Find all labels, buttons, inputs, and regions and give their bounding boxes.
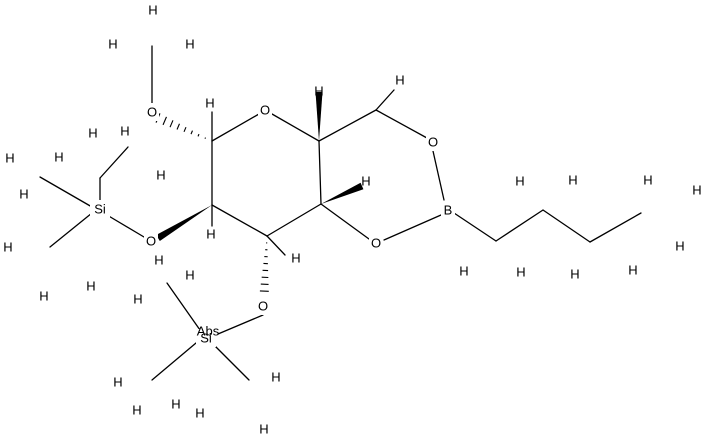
hydrogen-atom-label: H (395, 73, 404, 88)
ring-bond-c4-c3 (266, 203, 322, 237)
bond-ch2-o (375, 109, 428, 139)
hydrogen-atom-label: H (291, 251, 300, 266)
svg-text:O: O (147, 105, 157, 120)
hydrogen-atom-label: H (628, 263, 637, 278)
hydrogen-atom-label: H (171, 397, 180, 412)
hydrogen-atom-label: H (195, 406, 204, 421)
bond-si2-methyl-c (213, 344, 250, 381)
hydrogen-atom-label: H (88, 126, 97, 141)
hydrogen-atom-label: H (133, 292, 142, 307)
hydrogen-atom-label: H (19, 187, 28, 202)
wedge-bond-c4-h (321, 182, 364, 204)
hydrogen-atom-label: H (3, 240, 12, 255)
boron-label: B (441, 201, 455, 219)
svg-text:O: O (258, 299, 268, 314)
silicon-2-label: Si (196, 329, 216, 347)
hydrogen-atom-label: H (205, 96, 214, 111)
hash-stroke (183, 126, 187, 133)
bond-si1-methyl-a-ext (99, 146, 129, 179)
silicon-1-label: Si (90, 200, 110, 218)
wedge-bond-c5-h (315, 92, 323, 141)
hydrogen-atom-label: H (5, 151, 14, 166)
hash-stroke (176, 123, 180, 130)
hydrogen-atom-label: H (675, 239, 684, 254)
bond-o-c4 (320, 203, 370, 240)
hydrogen-atom-label: H (54, 150, 63, 165)
hashed-bond-c1-ome (155, 113, 207, 139)
bond-c3-h (266, 235, 286, 256)
hydrogen-atom-label: H (132, 403, 141, 418)
dioxaborinane-oxygen-bottom-label: O (369, 234, 383, 252)
bond-si1-methyl-b (39, 176, 93, 208)
wedge-bond-c2-o (156, 205, 212, 241)
svg-text:Abs: Abs (197, 324, 220, 339)
hash-stroke (169, 120, 174, 128)
hash-stroke (162, 116, 167, 126)
bond-b-c1-butyl (453, 212, 497, 242)
hashed-bond-c3-o (258, 242, 270, 299)
ring-bond-o-c5 (271, 113, 320, 142)
svg-text:O: O (146, 234, 156, 249)
hydrogen-atom-label: H (86, 279, 95, 294)
svg-text:O: O (428, 135, 438, 150)
ring-oxygen-label: O (258, 101, 272, 119)
bond-butyl-c1-c2 (495, 209, 544, 242)
svg-text:B: B (444, 203, 453, 218)
hydrogen-atom-label: H (120, 124, 129, 139)
methoxy-oxygen-label: O (145, 103, 159, 121)
hydrogen-atom-label: H (271, 370, 280, 385)
bond-o-si2 (217, 314, 264, 335)
atom-label-layer: O O O B O O O Si (90, 101, 455, 347)
silyloxy-oxygen-c3-label: O (256, 297, 270, 315)
bond-o-si1 (106, 214, 145, 238)
hydrogen-atom-label: H (361, 174, 370, 189)
hydrogen-atom-label: H (515, 174, 524, 189)
bond-si1-methyl-c (49, 212, 93, 248)
bond-butyl-c2-c3 (542, 209, 591, 243)
svg-text:O: O (260, 103, 270, 118)
svg-text:O: O (371, 236, 381, 251)
hydrogen-atom-label: H (185, 37, 194, 52)
hydrogen-atom-label: H (39, 289, 48, 304)
bond-o-b (432, 150, 445, 201)
hash-stroke (197, 133, 200, 137)
bond-butyl-c3-c4 (589, 212, 642, 243)
hydrogen-atom-label: H (570, 267, 579, 282)
hydrogen-atom-label: H (259, 422, 268, 437)
hydrogen-atom-label: H (148, 3, 157, 18)
hydrogen-atom-label: H (154, 253, 163, 268)
silyloxy-oxygen-c2-label: O (144, 232, 158, 250)
hydrogen-atom-label: H (692, 183, 701, 198)
hydrogen-atom-label: H (156, 168, 165, 183)
ring-bond-c1-o (211, 113, 260, 142)
svg-text:Si: Si (200, 331, 212, 346)
bond-b-o (383, 214, 442, 241)
hydrogen-atom-label: H (108, 37, 117, 52)
hydrogen-atom-label: H (113, 375, 122, 390)
bond-c5-ch2 (318, 109, 377, 142)
hydrogen-atom-label: H (459, 264, 468, 279)
stereo-abs-label: Abs (197, 324, 220, 339)
hydrogen-atom-label: H (206, 227, 215, 242)
ring-bond-c5-c4 (318, 140, 322, 205)
hydrogen-atom-label: H (643, 173, 652, 188)
hydrogen-atom-label: H (185, 268, 194, 283)
hash-stroke (190, 130, 193, 135)
dioxaborinane-oxygen-top-label: O (426, 133, 440, 151)
hydrogen-atom-label: H (568, 173, 577, 188)
bond-layer (39, 45, 642, 381)
hydrogen-atom-label: H (516, 265, 525, 280)
ring-bond-c3-c2 (211, 204, 268, 237)
bond-si2-methyl-b (151, 342, 197, 381)
bond-ch2-h-a (375, 89, 395, 111)
svg-text:Si: Si (94, 202, 106, 217)
hydrogen-atom-label: H (314, 84, 323, 99)
bond-si2-methyl-a (166, 282, 201, 331)
